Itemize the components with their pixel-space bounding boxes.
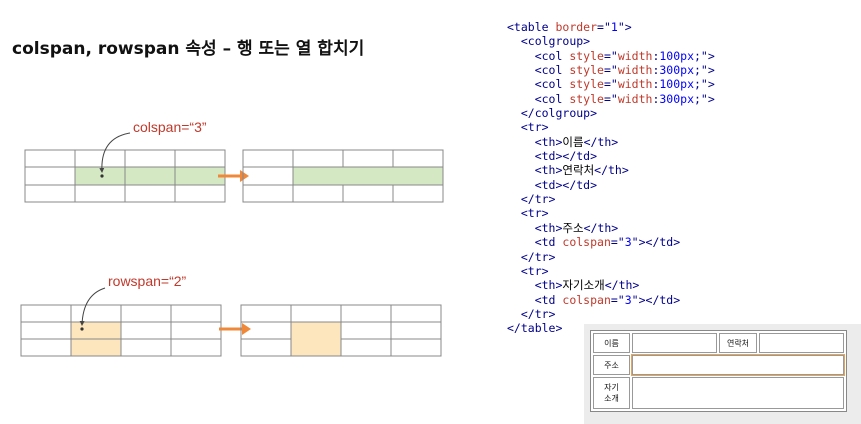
colspan-pointer: [99, 132, 131, 173]
code-line: <th>자기소개</th>: [534, 278, 640, 293]
preview-name-cell: [632, 333, 717, 353]
colspan-before-grid: [24, 149, 226, 203]
rendered-table-preview: 이름 연락처 주소 자기 소개: [584, 324, 861, 424]
code-line: <td></td>: [534, 177, 598, 192]
code-line: <table border="1">: [507, 20, 632, 34]
rowspan-transform-arrow: [219, 323, 251, 335]
code-line: <tr>: [520, 120, 549, 135]
code-line: <tr>: [520, 263, 549, 278]
colspan-transform-arrow: [218, 170, 249, 182]
code-line: </tr>: [520, 249, 556, 264]
code-line: <col style="width:100px;">: [534, 48, 715, 63]
code-line: <colgroup>: [520, 34, 591, 49]
html-code-listing: <table border="1"> <colgroup> <col style…: [507, 20, 715, 336]
rowspan-dot: [80, 327, 84, 331]
page-title: colspan, rowspan 속성 – 행 또는 열 합치기: [12, 39, 365, 59]
rowspan-result-cell: [291, 322, 341, 356]
code-line: <th>연락처</th>: [534, 163, 629, 178]
code-line: <td colspan="3"></td>: [534, 292, 681, 307]
preview-contact-cell: [759, 333, 844, 353]
code-line: </tr>: [520, 192, 556, 207]
rowspan-pointer: [79, 287, 106, 326]
colspan-result-cell: [293, 167, 443, 185]
code-line: <tr>: [520, 206, 549, 221]
code-line: </colgroup>: [520, 106, 598, 121]
rowspan-after-grid: [240, 304, 442, 357]
rowspan-before-grid: [20, 304, 222, 357]
code-line: <col style="width:300px;">: [534, 63, 715, 78]
preview-intro-line1: 자기: [604, 383, 619, 392]
colspan-label: colspan=“3”: [133, 119, 207, 135]
colspan-after-grid: [242, 149, 444, 203]
code-line: <col style="width:100px;">: [534, 77, 715, 92]
code-line: <td colspan="3"></td>: [534, 235, 681, 250]
preview-address-header: 주소: [593, 355, 630, 375]
preview-address-cell: [631, 354, 845, 376]
code-line: <td></td>: [534, 149, 598, 164]
code-line: </tr>: [520, 306, 556, 321]
preview-intro-line2: 소개: [604, 394, 619, 403]
preview-table: 이름 연락처 주소 자기 소개: [590, 330, 847, 412]
code-line: <th>이름</th>: [534, 134, 619, 149]
preview-name-header: 이름: [593, 333, 630, 353]
preview-contact-header: 연락처: [719, 333, 757, 353]
colspan-dot: [100, 174, 104, 178]
code-line: <col style="width:300px;">: [534, 91, 715, 106]
code-line: <th>주소</th>: [534, 220, 619, 235]
colspan-merged-cells: [75, 167, 225, 185]
code-line: </table>: [507, 321, 563, 336]
preview-intro-cell: [632, 377, 844, 409]
preview-intro-header: 자기 소개: [593, 377, 630, 409]
rowspan-label: rowspan=“2”: [108, 273, 187, 289]
